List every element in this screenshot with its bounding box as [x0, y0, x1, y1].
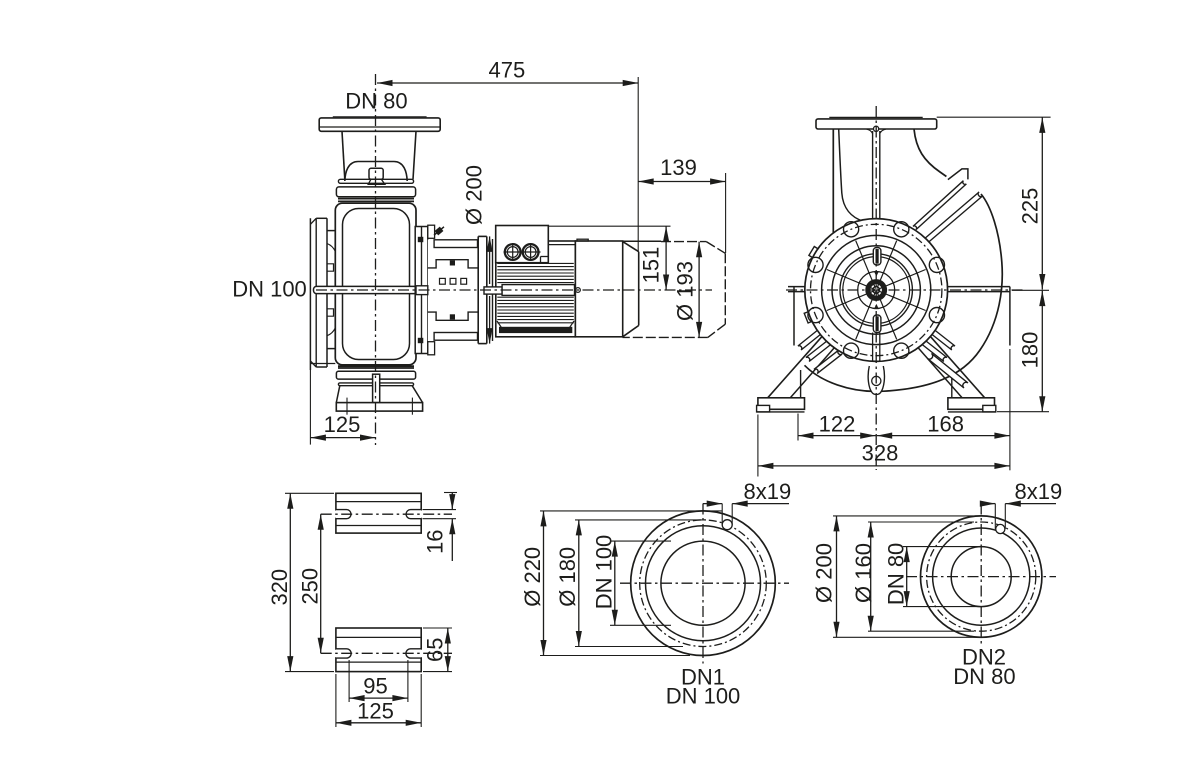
svg-text:DN 100: DN 100	[591, 535, 616, 610]
svg-text:16: 16	[423, 529, 448, 553]
svg-text:Ø 160: Ø 160	[851, 543, 876, 603]
svg-text:Ø 200: Ø 200	[462, 165, 487, 225]
svg-text:225: 225	[1018, 188, 1043, 225]
svg-text:8x19: 8x19	[1015, 479, 1063, 504]
svg-text:168: 168	[927, 412, 964, 437]
svg-text:139: 139	[660, 155, 697, 180]
svg-text:95: 95	[363, 674, 387, 699]
svg-text:DN 80: DN 80	[345, 89, 407, 114]
svg-text:475: 475	[489, 58, 526, 83]
svg-text:180: 180	[1018, 332, 1043, 369]
svg-text:151: 151	[639, 247, 664, 284]
svg-text:DN1: DN1	[681, 664, 725, 689]
svg-text:320: 320	[267, 569, 292, 606]
svg-text:Ø 193: Ø 193	[673, 261, 698, 321]
svg-text:122: 122	[819, 412, 856, 437]
svg-text:65: 65	[423, 638, 448, 662]
svg-text:125: 125	[324, 412, 361, 437]
svg-text:8x19: 8x19	[744, 479, 792, 504]
svg-text:125: 125	[357, 698, 394, 723]
svg-text:DN 80: DN 80	[953, 664, 1015, 689]
svg-text:Ø 220: Ø 220	[520, 547, 545, 607]
svg-text:DN 100: DN 100	[232, 277, 307, 302]
svg-text:Ø 180: Ø 180	[555, 547, 580, 607]
svg-text:Ø 200: Ø 200	[811, 543, 836, 603]
svg-text:DN 100: DN 100	[666, 683, 741, 708]
svg-text:DN 80: DN 80	[883, 543, 908, 605]
svg-text:250: 250	[297, 568, 322, 605]
svg-text:328: 328	[862, 441, 899, 466]
svg-text:DN2: DN2	[962, 644, 1006, 669]
